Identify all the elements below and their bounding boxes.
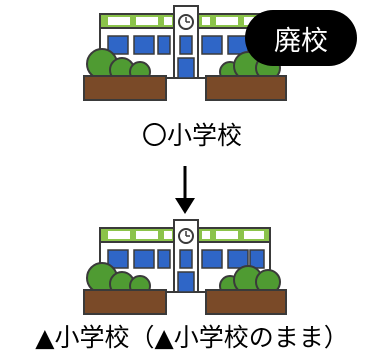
closed-school-badge: 廃校 <box>245 10 357 66</box>
down-arrow-icon <box>175 166 195 214</box>
school-illustration <box>83 219 287 315</box>
badge-text: 廃校 <box>274 25 328 57</box>
school-building-bottom-icon <box>83 219 287 315</box>
school-top-label: 〇小学校 <box>141 121 242 150</box>
school-bottom-label: ▲小学校（▲小学校のまま） <box>35 323 349 352</box>
